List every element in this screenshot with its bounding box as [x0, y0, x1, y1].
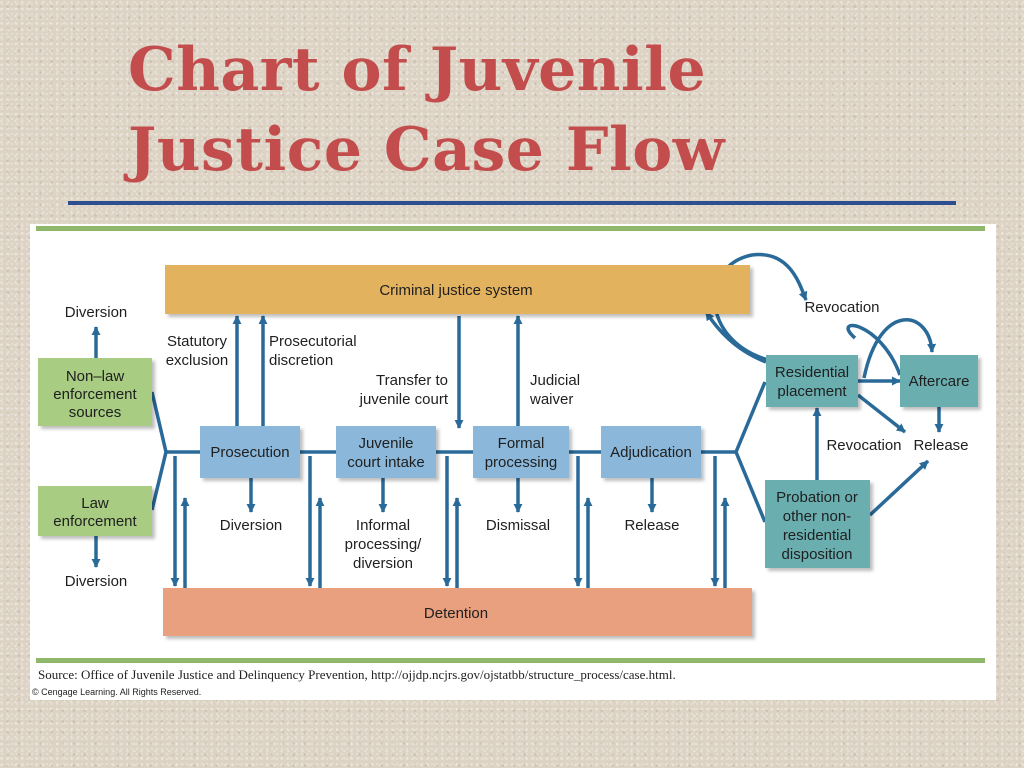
connector-to-residential — [734, 381, 767, 453]
title-underline — [68, 201, 956, 205]
diversion-bottom-label: Diversion — [65, 573, 128, 590]
adjudication-box — [601, 426, 701, 478]
probation-box — [765, 480, 870, 568]
source-citation: Source: Office of Juvenile Justice and D… — [38, 667, 676, 682]
arrow-aftercare-loop-return — [862, 318, 937, 379]
arrow-residential-release — [856, 393, 907, 434]
detention-label: Detention — [424, 605, 488, 622]
criminal-justice-box — [165, 265, 750, 314]
arrow-residential-criminal — [704, 311, 767, 364]
residential-box — [766, 355, 858, 407]
title-line-1: Chart of Juvenile — [128, 35, 707, 105]
formal-processing-box — [473, 426, 569, 478]
detention-box — [163, 588, 752, 636]
release-right-label: Release — [913, 437, 968, 454]
connector-law-enforcement — [150, 451, 168, 511]
connector-non-law — [150, 391, 168, 453]
release-mid-label: Release — [624, 517, 679, 534]
connector-to-probation — [734, 451, 767, 523]
law-enforcement-box — [38, 486, 152, 536]
title-line-2: Justice Case Flow — [128, 115, 725, 185]
intake-box — [336, 426, 436, 478]
arrow-aftercare-revocation-loop — [846, 323, 902, 376]
criminal-justice-label: Criminal justice system — [379, 282, 532, 299]
arrow-revocation-criminal — [713, 252, 808, 362]
panel-bottom-rule — [36, 658, 985, 663]
panel-top-rule — [36, 226, 985, 231]
adjudication-label: Adjudication — [610, 444, 692, 461]
prosecution-label: Prosecution — [210, 444, 289, 461]
prosecution-box — [200, 426, 300, 478]
non-law-enforcement-box — [38, 358, 152, 426]
diversion-mid-label: Diversion — [220, 517, 283, 534]
copyright-notice: © Cengage Learning. All Rights Reserved. — [32, 687, 202, 697]
revocation-top-label: Revocation — [804, 299, 879, 316]
aftercare-box — [900, 355, 978, 407]
diversion-top-label: Diversion — [65, 304, 128, 321]
aftercare-label: Aftercare — [909, 373, 970, 390]
arrow-probation-release — [868, 459, 930, 517]
revocation-mid-label: Revocation — [826, 437, 901, 454]
dismissal-label: Dismissal — [486, 517, 550, 534]
